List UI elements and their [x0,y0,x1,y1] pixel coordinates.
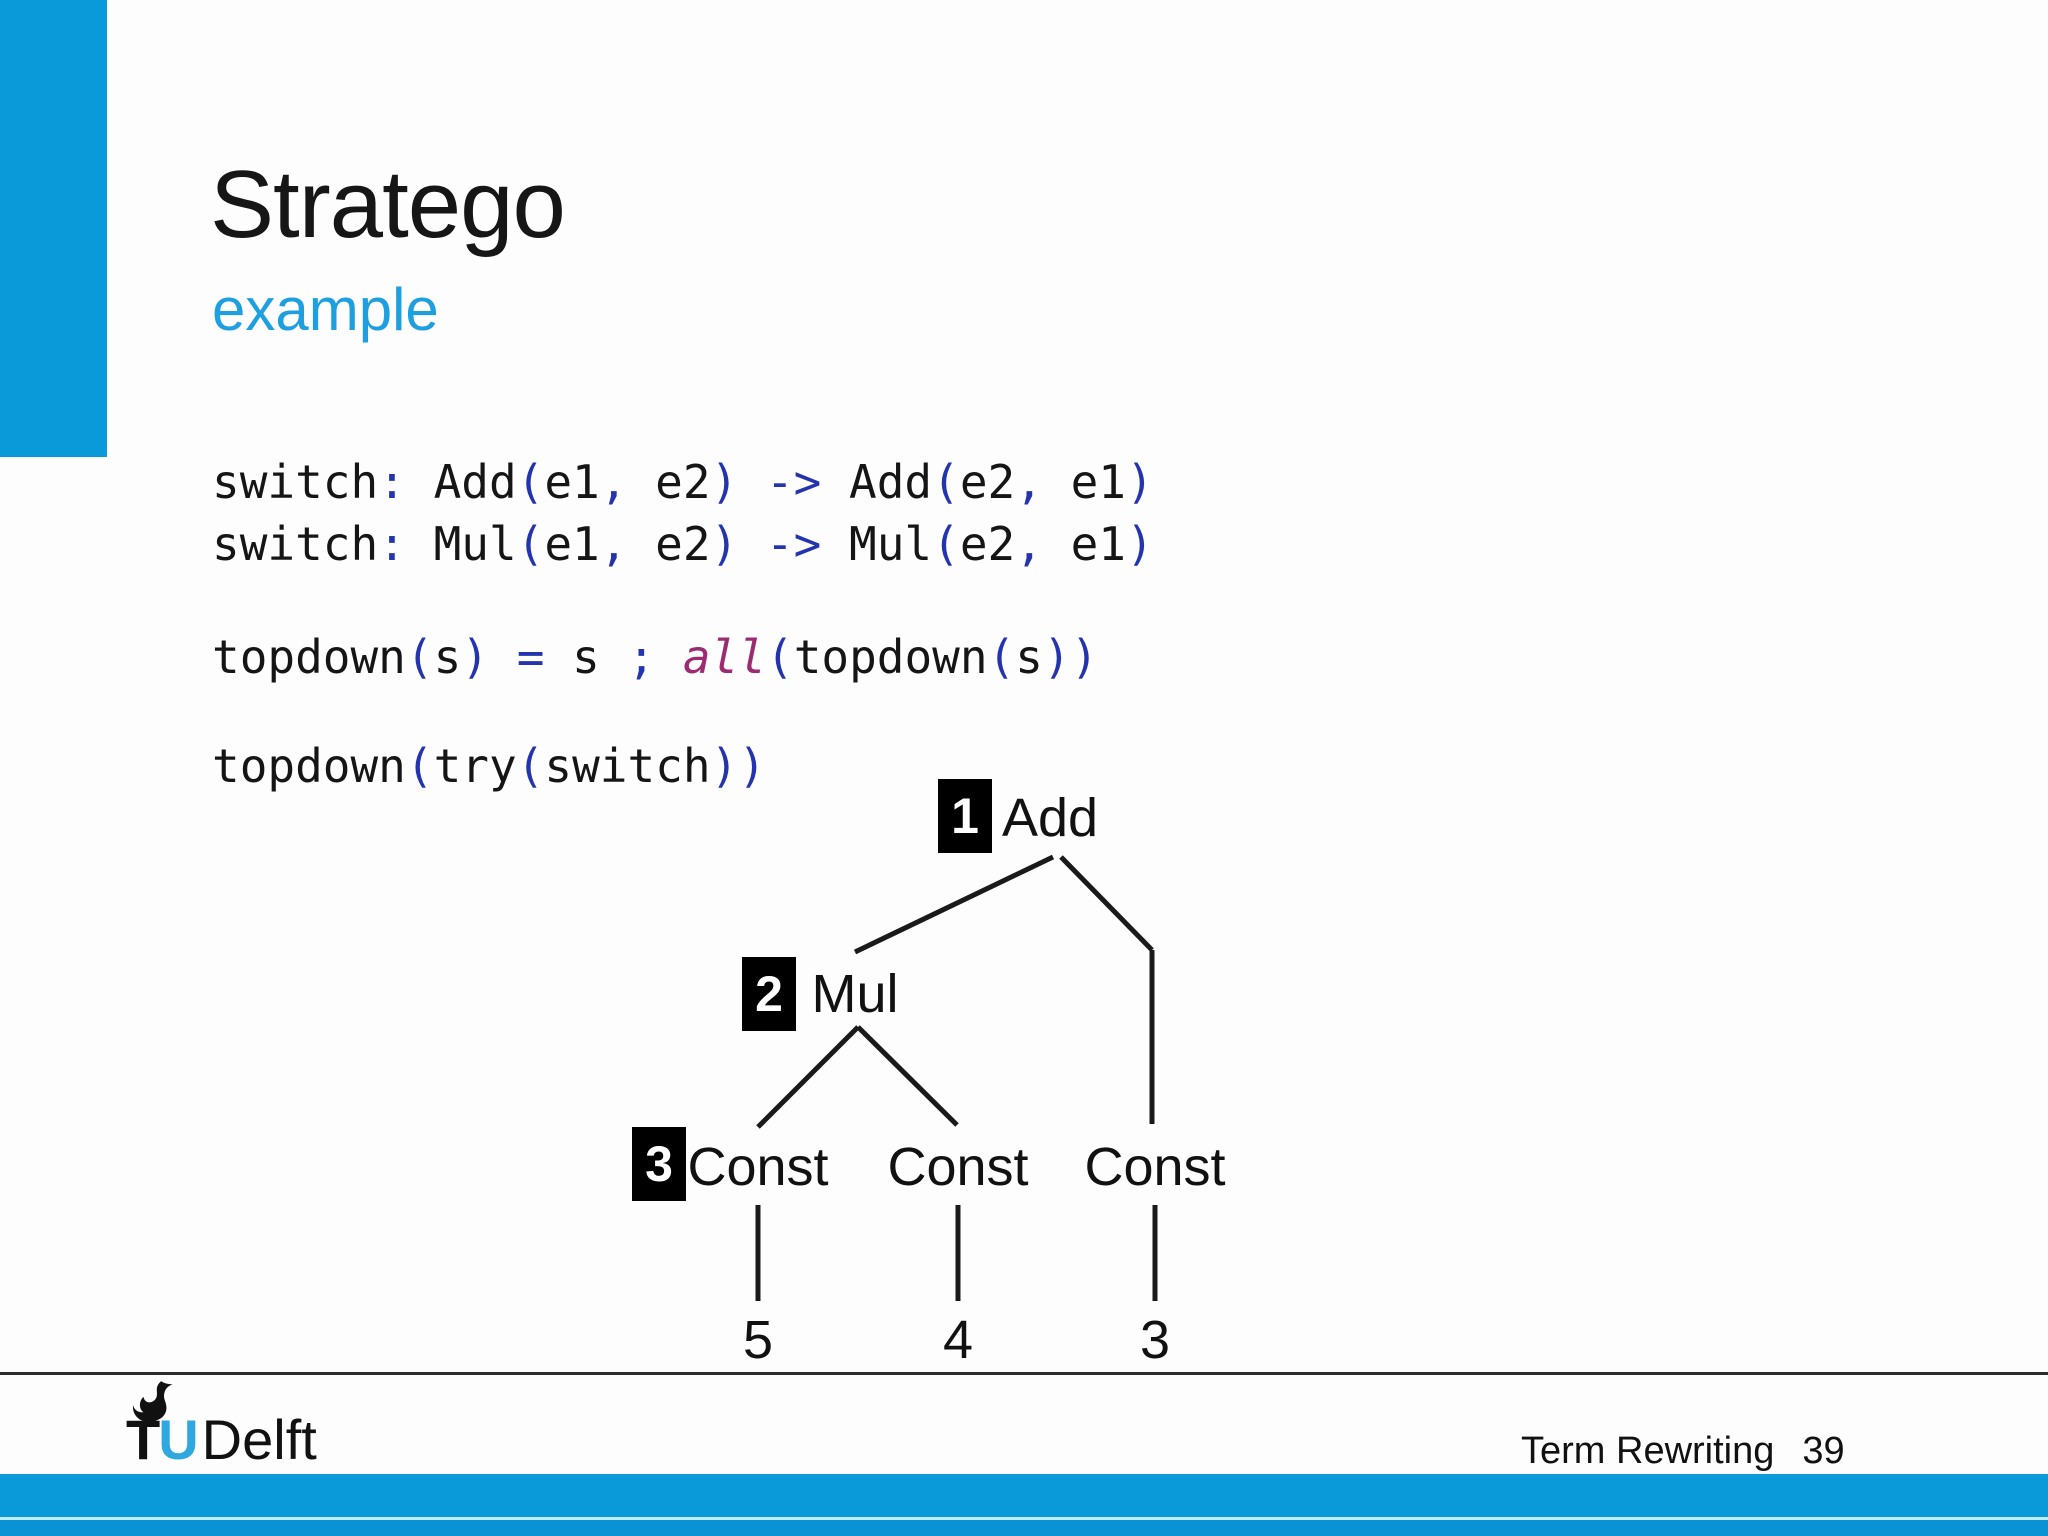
bottom-bar-lower [0,1520,2048,1536]
footer-divider [0,1372,2048,1375]
page-subtitle: example [212,276,439,343]
visit-order-badge-2: 2 [742,957,796,1031]
tree-leaf-value: 4 [942,1310,974,1370]
flame-icon [132,1381,173,1422]
left-accent-bar [0,0,107,457]
code-line-2: switch: Mul(e1, e2) -> Mul(e2, e1) [212,517,1154,571]
visit-order-badge-1: 1 [938,779,992,853]
visit-order-badge-3: 3 [632,1127,686,1201]
logo-letter-u: U [158,1408,198,1471]
code-line-1: switch: Add(e1, e2) -> Add(e2, e1) [212,455,1154,509]
code-line-3: topdown(s) = s ; all(topdown(s)) [212,630,1099,684]
tree-node-label: Mul [811,964,899,1024]
course-name: Term Rewriting [1521,1430,1775,1472]
footer-caption: Term Rewriting 39 [1521,1432,1845,1470]
tree-node-label: Const [887,1137,1029,1197]
tree-leaf-value: 5 [742,1310,774,1370]
code-line-4: topdown(try(switch)) [212,739,766,793]
tree-leaf-value: 3 [1139,1310,1171,1370]
bottom-bar-divider [0,1517,2048,1520]
bottom-bar [0,1474,2048,1517]
page-title: Stratego [210,151,566,258]
page-number: 39 [1802,1430,1845,1472]
logo-delft: Delft [201,1408,317,1471]
tree-node-label: Const [1084,1137,1226,1197]
tree-node-label: Const [687,1137,829,1197]
logo-wordmark: TUDelft [126,1412,317,1468]
tree-node-label: Add [1001,788,1099,848]
logo-letter-t: T [126,1408,160,1471]
